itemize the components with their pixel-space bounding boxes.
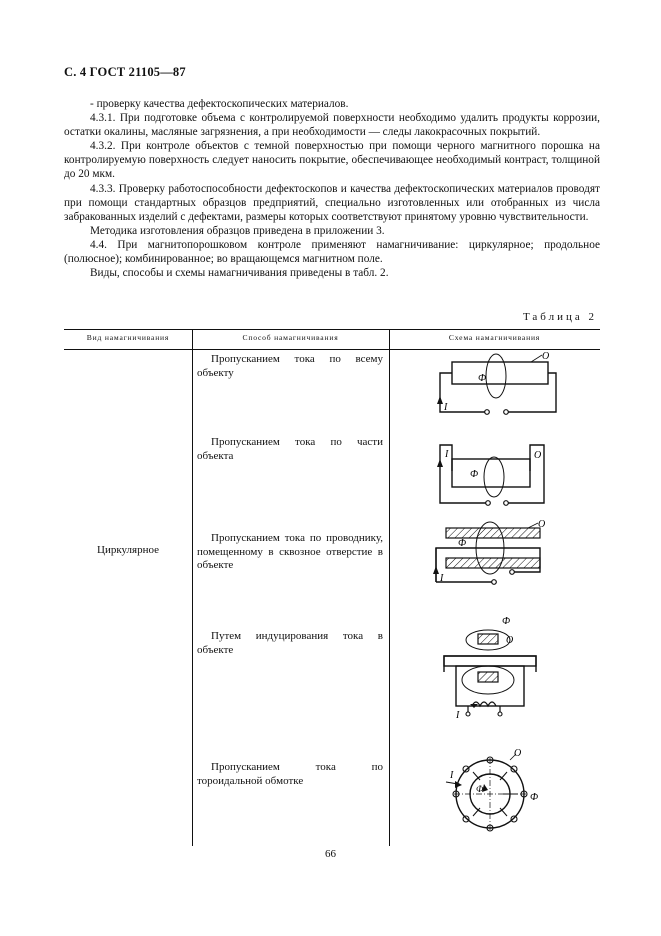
paragraph: 4.3.1. При подготовке объема с контролир…	[64, 112, 600, 139]
method-text: Пропусканием тока по тороидальной обмотк…	[197, 761, 383, 787]
label-flux: Ф	[458, 538, 466, 549]
magnetization-table: Вид намагничивания Способ намагничивания…	[64, 329, 600, 846]
header-method: Способ намагничивания	[242, 333, 339, 342]
method-whole-object: Пропусканием тока по всему объекту	[197, 353, 383, 380]
method-induction: Путем индуцирования тока в объекте	[197, 630, 383, 657]
method-conductor: Пропусканием тока по проводнику, помещен…	[197, 532, 383, 573]
label-flux: Ф	[530, 792, 538, 803]
table-top-rule	[64, 329, 600, 330]
label-current: I	[449, 770, 454, 781]
paragraph: 4.4. При магнитопорошковом контроле прим…	[64, 238, 600, 266]
scheme-induction: Ф О I	[443, 616, 537, 720]
label-current: I	[443, 402, 448, 413]
paragraph: - проверку качества дефектоскопических м…	[90, 98, 349, 110]
header-scheme: Схема намагничивания	[448, 333, 541, 342]
label-object: О	[538, 519, 545, 530]
label-flux: Ф	[478, 373, 486, 384]
paragraph: 4.3.2. При контроле объектов с темной по…	[64, 140, 600, 181]
scheme-conductor: О Ф I	[433, 519, 545, 585]
method-text: Путем индуцирования тока в объекте	[197, 630, 383, 656]
page-header: С. 4 ГОСТ 21105—87	[64, 65, 186, 79]
label-flux: Ф	[502, 616, 510, 627]
label-flux: Ф	[476, 784, 484, 794]
label-flux: Ф	[470, 469, 478, 480]
body-text: - проверку качества дефектоскопических м…	[64, 97, 600, 280]
method-text: Пропусканием тока по части объекта	[197, 436, 383, 462]
label-current: I	[444, 449, 449, 460]
method-toroidal: Пропусканием тока по тороидальной обмотк…	[197, 761, 383, 788]
method-text: Пропусканием тока по всему объекту	[197, 353, 383, 379]
paragraph: Виды, способы и схемы намагничивания при…	[90, 267, 389, 280]
column-divider	[389, 329, 390, 846]
page-number: 66	[325, 848, 336, 860]
table-caption: Таблица 2	[522, 311, 597, 323]
scheme-whole-object: О Ф I	[437, 352, 557, 415]
label-object: О	[506, 635, 513, 646]
header-type: Вид намагничивания	[86, 333, 170, 342]
paragraph: 4.3.3. Проверку работоспособности дефект…	[64, 182, 600, 223]
table-header-rule	[64, 349, 600, 350]
label-current: I	[439, 573, 444, 584]
paragraph: Методика изготовления образцов приведена…	[90, 224, 385, 237]
label-object: О	[534, 450, 541, 461]
label-object: О	[542, 352, 549, 362]
method-text: Пропусканием тока по проводнику, помещен…	[197, 532, 383, 571]
label-current: I	[455, 710, 460, 720]
label-object: О	[514, 748, 521, 759]
scheme-toroidal: О I Ф Ф	[445, 748, 538, 832]
method-part-object: Пропусканием тока по части объекта	[197, 436, 383, 463]
scheme-part-object: I О Ф	[437, 444, 545, 506]
column-divider	[192, 329, 193, 846]
type-circular: Циркулярное	[97, 544, 159, 556]
